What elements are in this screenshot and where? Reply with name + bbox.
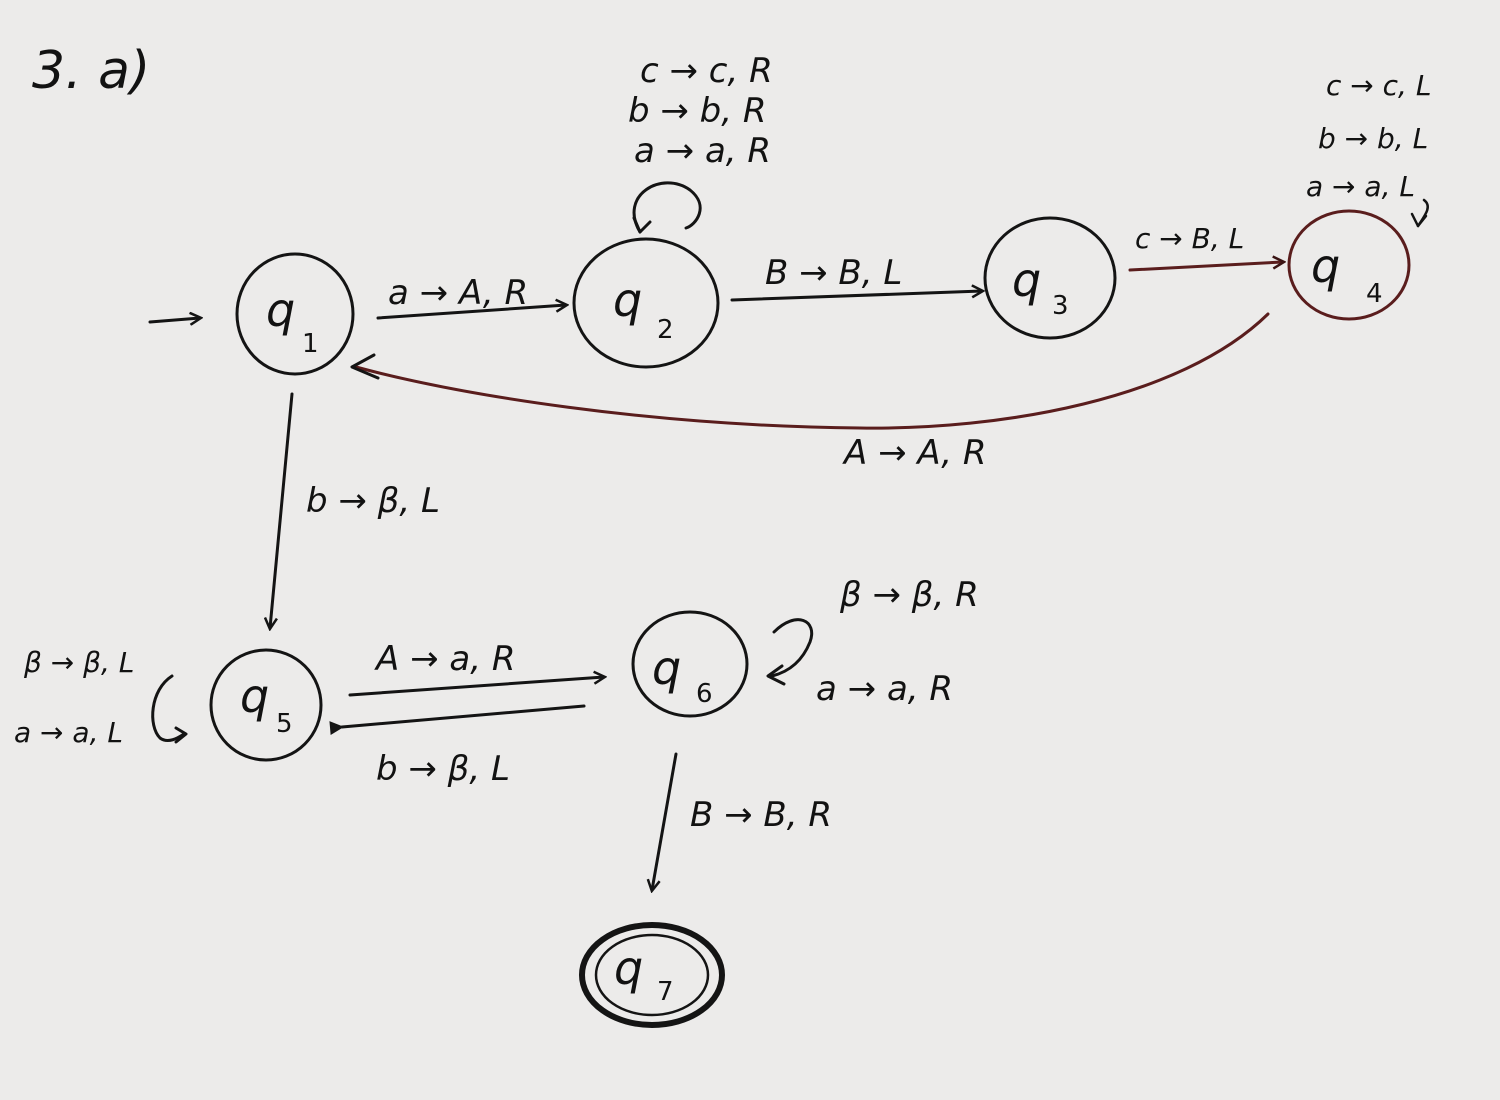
loop-q4-label-3: a → a, L	[1306, 170, 1415, 203]
loop-q5	[151, 674, 186, 742]
loop-q6-label-1: β → β, R	[839, 575, 979, 615]
state-q7-label: q	[614, 941, 643, 995]
state-q2-index: 2	[657, 315, 674, 345]
state-q6-index: 6	[696, 679, 713, 709]
start-arrow	[148, 318, 200, 322]
edge-q6-q7-label: B → B, R	[690, 795, 832, 835]
loop-q6-label-2: a → a, R	[816, 669, 953, 709]
state-q4-label: q	[1311, 239, 1340, 293]
loop-q4-label-1: c → c, L	[1326, 69, 1431, 102]
edge-q1-q5-label: b → β, L	[306, 481, 440, 521]
edge-q6-q7	[652, 752, 678, 890]
edge-q4-q1-arrowhead	[350, 353, 380, 380]
edge-q1-q2	[376, 305, 566, 320]
state-q1-label: q	[266, 283, 295, 337]
loop-q4-arrowhead	[1410, 212, 1428, 228]
edge-q4-q1-label: A → A, R	[842, 433, 987, 473]
state-q1-index: 1	[302, 329, 319, 359]
state-q6-label: q	[652, 641, 681, 695]
state-q3: q 3	[983, 216, 1117, 340]
edge-q3-q4-label: c → B, L	[1135, 222, 1244, 255]
loop-q2-arrowhead	[632, 216, 652, 234]
loop-q5-arrowhead	[174, 726, 188, 744]
state-q5: q 5	[209, 648, 323, 762]
state-q3-label: q	[1012, 253, 1041, 307]
state-q4: q 4	[1287, 209, 1411, 321]
edge-q4-q1	[354, 312, 1270, 430]
state-q1: q 1	[235, 252, 355, 376]
state-q4-index: 4	[1366, 279, 1383, 309]
state-q7-index: 7	[657, 977, 674, 1007]
state-q2-label: q	[613, 273, 642, 327]
edge-q1-q5	[270, 392, 294, 628]
loop-q5-label-2: a → a, L	[14, 716, 123, 749]
loop-q2	[632, 181, 702, 234]
loop-q4	[1416, 198, 1429, 228]
edge-q5-q6-label: A → a, R	[374, 639, 515, 679]
state-q2: q 2	[572, 237, 720, 369]
loop-q2-label-1: c → c, R	[640, 51, 773, 91]
loop-q2-label-2: b → b, R	[628, 91, 767, 131]
edge-q5-q6	[348, 677, 604, 697]
loop-q6-arrowhead	[766, 664, 786, 686]
loop-q4-label-2: b → b, L	[1318, 122, 1428, 155]
state-q3-index: 3	[1052, 291, 1069, 321]
edge-q2-q3	[730, 291, 982, 302]
state-q6: q 6	[631, 610, 749, 718]
loop-q5-label-1: β → β, L	[23, 646, 134, 679]
state-q5-index: 5	[276, 709, 293, 739]
problem-label: 3. a)	[32, 41, 150, 101]
edge-q6-q5-label: b → β, L	[376, 749, 510, 789]
state-q5-label: q	[240, 669, 269, 723]
loop-q2-label-3: a → a, R	[634, 131, 771, 171]
edge-q6-q5	[329, 704, 586, 736]
edge-q3-q4	[1128, 262, 1283, 272]
edge-q2-q3-label: B → B, L	[765, 253, 902, 293]
state-q7-accepting: q 7	[579, 922, 725, 1028]
edge-q1-q2-label: a → A, R	[388, 273, 528, 313]
loop-q6	[770, 618, 814, 678]
